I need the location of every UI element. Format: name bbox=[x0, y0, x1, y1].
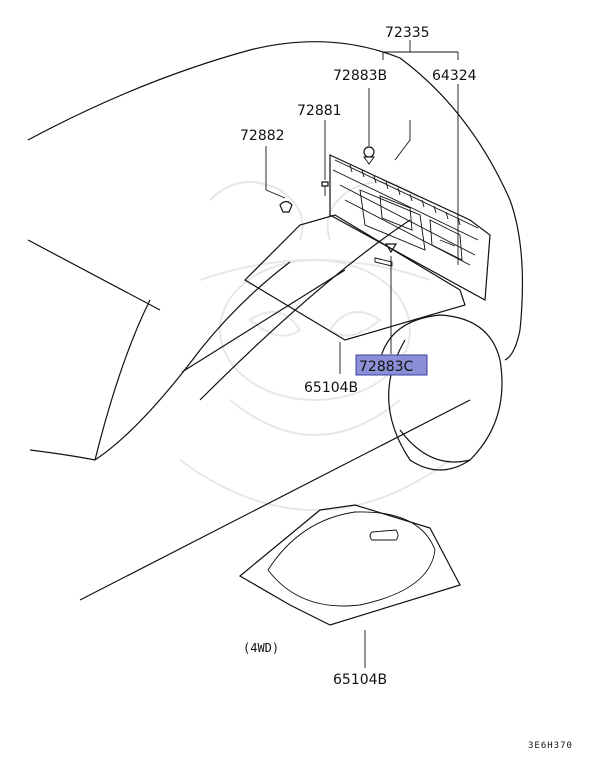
callout-72881: 72881 bbox=[297, 103, 342, 119]
callout-72882: 72882 bbox=[240, 128, 285, 144]
variant-4wd-label: (4WD) bbox=[243, 641, 279, 655]
callout-72883C: 72883C bbox=[359, 359, 414, 375]
watermark-logo bbox=[179, 181, 451, 511]
clip-72883B bbox=[363, 146, 375, 165]
clip-72882 bbox=[279, 200, 293, 213]
clip-72883C bbox=[384, 243, 398, 254]
vehicle-body-outline bbox=[27, 41, 524, 601]
screw-72881 bbox=[321, 181, 329, 196]
highlight-box-72883C bbox=[355, 354, 428, 376]
spare-tyre-cover-4wd bbox=[238, 504, 461, 626]
callout-72883B: 72883B bbox=[333, 68, 387, 84]
callout-65104B-lower: 65104B bbox=[333, 672, 387, 688]
callout-64324: 64324 bbox=[432, 68, 477, 84]
floor-trim-upper bbox=[244, 214, 466, 341]
callout-72335: 72335 bbox=[385, 25, 430, 41]
callout-65104B-upper: 65104B bbox=[304, 380, 358, 396]
leader-lines bbox=[265, 40, 459, 668]
rear-trim-panel bbox=[329, 154, 491, 301]
diagram-code: 3E6H370 bbox=[528, 741, 573, 751]
